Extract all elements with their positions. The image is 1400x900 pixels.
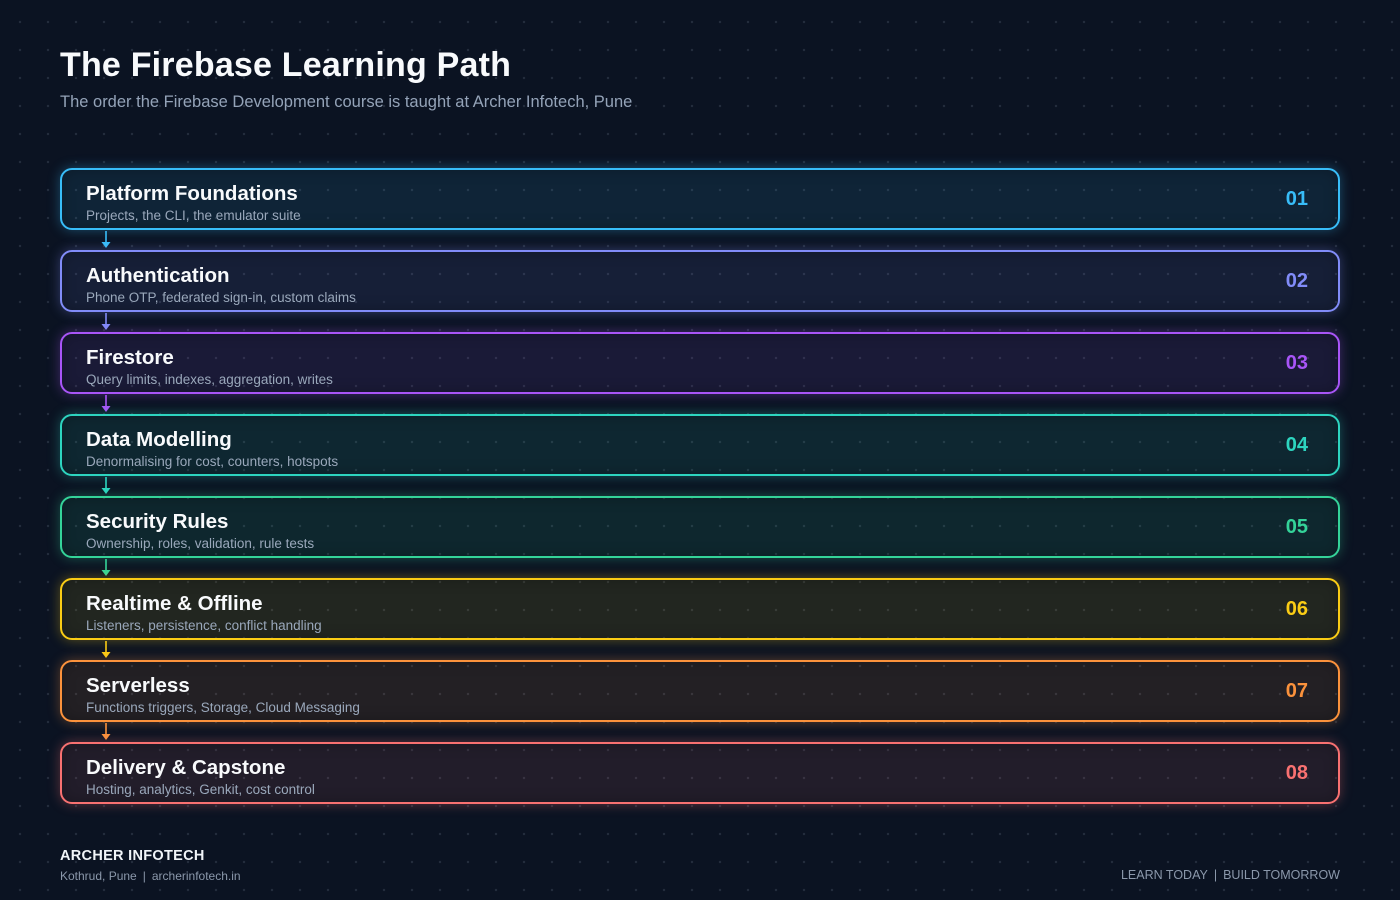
footer-tagline: LEARN TODAY | BUILD TOMORROW [1121, 868, 1340, 882]
stage-description: Listeners, persistence, conflict handlin… [86, 618, 322, 633]
stage-number: 03 [1285, 352, 1308, 374]
footer-website: archerinfotech.in [151, 869, 241, 883]
arrow-down-icon [101, 312, 111, 332]
stage-description: Projects, the CLI, the emulator suite [86, 208, 301, 223]
tagline-right: BUILD TOMORROW [1223, 868, 1340, 882]
arrow-down-icon [101, 394, 111, 414]
arrow-down-icon [101, 640, 111, 660]
footer-location: Kothrud, Pune [60, 869, 137, 883]
stage-title: Serverless [86, 674, 190, 697]
stage-number: 04 [1285, 434, 1308, 456]
stage-title: Realtime & Offline [86, 592, 263, 615]
tagline-left: LEARN TODAY [1120, 868, 1208, 882]
stage-description: Query limits, indexes, aggregation, writ… [86, 372, 333, 387]
footer-separator: | [142, 869, 146, 883]
stage-number: 05 [1285, 516, 1308, 538]
footer-address: Kothrud, Pune | archerinfotech.in [60, 869, 241, 883]
stage-title: Security Rules [86, 510, 229, 533]
stage-number: 06 [1285, 598, 1308, 620]
stage-description: Denormalising for cost, counters, hotspo… [86, 454, 339, 469]
stage-number: 08 [1285, 762, 1308, 784]
stage-title: Platform Foundations [86, 182, 298, 205]
stage-title: Authentication [86, 264, 230, 287]
arrow-down-icon [101, 230, 111, 250]
stage-title: Delivery & Capstone [86, 756, 286, 779]
stage-description: Ownership, roles, validation, rule tests [86, 536, 315, 551]
stage-number: 02 [1285, 270, 1308, 292]
stage-description: Functions triggers, Storage, Cloud Messa… [86, 700, 360, 715]
stage-title: Data Modelling [86, 428, 232, 451]
page-title: The Firebase Learning Path [60, 46, 512, 84]
stage-number: 01 [1285, 188, 1308, 210]
stage-title: Firestore [86, 346, 174, 369]
arrow-down-icon [101, 722, 111, 742]
stage-description: Hosting, analytics, Genkit, cost control [86, 782, 315, 797]
tagline-separator: | [1213, 868, 1218, 882]
footer-brand: ARCHER INFOTECH [60, 848, 205, 864]
stage-description: Phone OTP, federated sign-in, custom cla… [86, 290, 356, 305]
arrow-down-icon [101, 476, 111, 496]
arrow-down-icon [101, 558, 111, 578]
page-subtitle: The order the Firebase Development cours… [60, 93, 633, 111]
stage-number: 07 [1285, 680, 1308, 702]
